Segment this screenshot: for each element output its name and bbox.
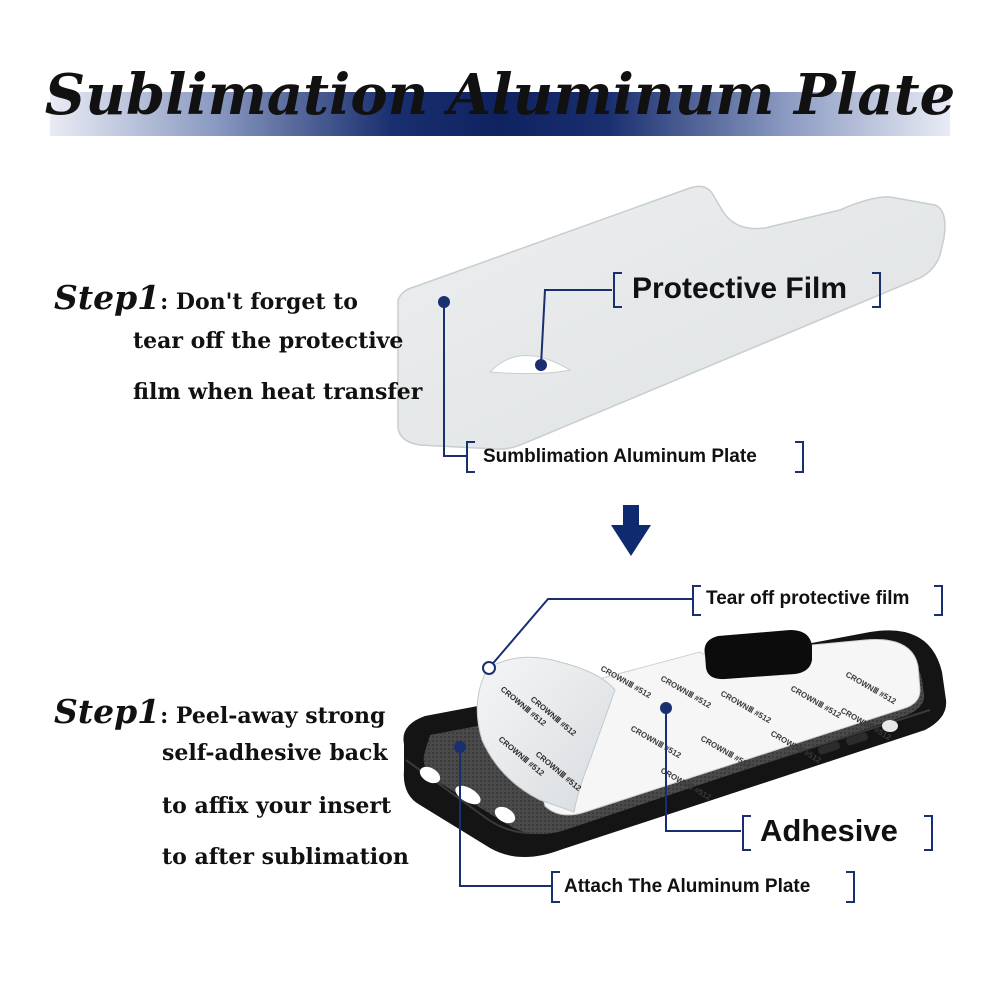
volume-button-1 — [818, 741, 840, 755]
protective-film-label: Protective Film — [632, 272, 848, 305]
peeling-film — [476, 656, 616, 813]
step-top-line1: Step1: Don't forget to — [54, 278, 358, 317]
adhesive-bracket-left — [742, 815, 751, 851]
adhesive-label: Adhesive — [760, 813, 898, 848]
step-bottom-text3: to affix your insert — [162, 793, 392, 819]
attach-bracket-right — [846, 871, 855, 903]
adhesive-sheet — [519, 639, 921, 816]
aluminum-plate-illustration — [397, 185, 946, 450]
tear-off-bracket-right — [934, 585, 943, 616]
adhesive-marker — [660, 702, 672, 714]
attach-bracket-left — [551, 871, 560, 903]
aluminum-plate-shape — [397, 185, 946, 450]
step-bottom-colon: : — [160, 703, 169, 729]
down-arrow-icon — [611, 505, 651, 556]
step-top-text1: Don't forget to — [175, 289, 358, 315]
bottom-cutout-2 — [455, 785, 481, 805]
tear-off-label: Tear off protective film — [706, 588, 910, 609]
attach-label: Attach The Aluminum Plate — [564, 876, 811, 897]
step-top-label: Step1 — [54, 278, 161, 317]
phone-case-illustration: CROWNⅢ #512 CROWNⅢ #512 CROWNⅢ #512 CROW… — [403, 630, 947, 858]
step-bottom-line1: Step1: Peel-away strong — [54, 692, 385, 731]
top-callout-lines — [443, 289, 612, 457]
film-peel-crease — [488, 355, 572, 375]
plate-label: Sumblimation Aluminum Plate — [483, 446, 757, 467]
tear-off-bracket-left — [692, 585, 701, 616]
volume-button-2 — [846, 732, 868, 746]
step-bottom-label: Step1 — [54, 692, 161, 731]
camera-cutout — [704, 630, 812, 680]
step-top-colon: : — [160, 289, 169, 315]
protective-film-bracket-right — [872, 272, 881, 308]
page-title: Sublimation Aluminum Plate — [44, 62, 956, 128]
step-bottom-text2: self-adhesive back — [162, 740, 388, 766]
step-top-text3: film when heat transfer — [133, 379, 423, 405]
protective-film-bracket-left — [613, 272, 622, 308]
side-button — [882, 720, 898, 732]
bottom-cutout-3 — [494, 806, 516, 824]
attach-marker — [454, 741, 466, 753]
adhesive-bracket-right — [924, 815, 933, 851]
plate-bracket-right — [795, 441, 804, 473]
step-bottom-text1: Peel-away strong — [175, 703, 386, 729]
step-bottom-text4: to after sublimation — [162, 844, 409, 870]
plate-bracket-left — [466, 441, 475, 473]
title-gradient-band — [50, 92, 950, 136]
tear-off-marker — [482, 661, 496, 675]
bottom-cutout-1 — [419, 766, 441, 784]
plate-marker — [438, 296, 450, 308]
protective-film-marker — [535, 359, 547, 371]
step-top-text2: tear off the protective — [133, 328, 404, 354]
bottom-callout-lines — [459, 598, 741, 887]
